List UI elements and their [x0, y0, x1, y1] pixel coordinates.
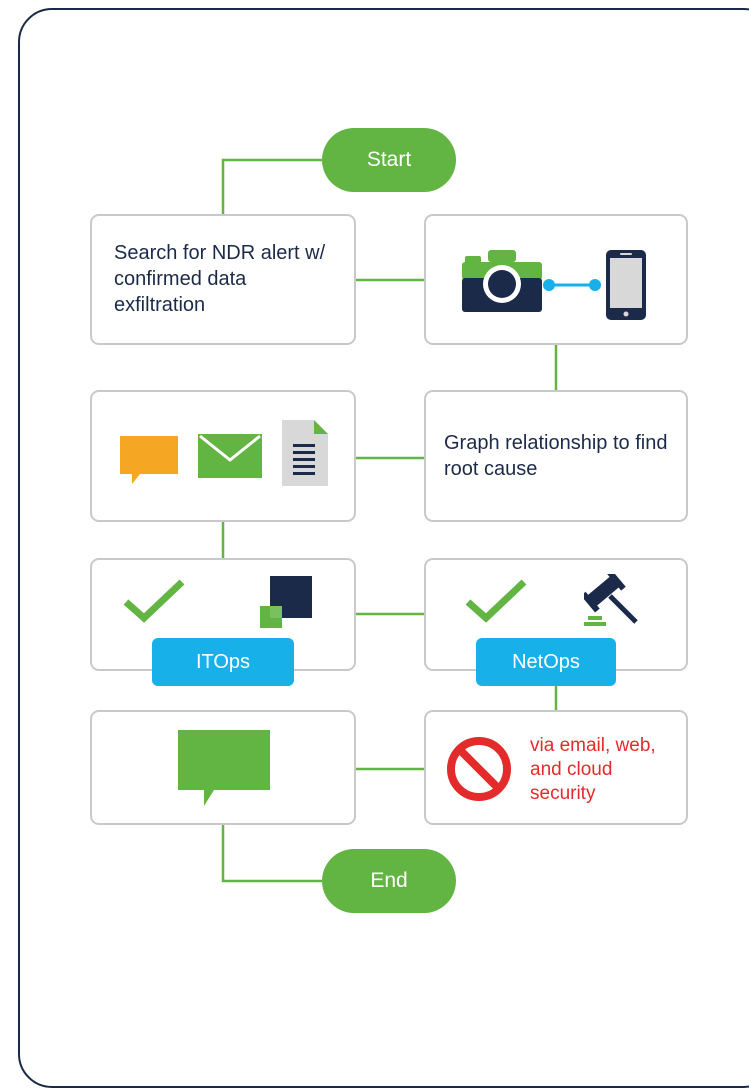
end-node: End — [322, 849, 456, 913]
artifact-box — [90, 390, 356, 522]
gavel-icon — [584, 574, 638, 626]
itops-tag: ITOps — [152, 638, 294, 686]
itops-label: ITOps — [195, 650, 251, 673]
netops-tag: NetOps — [476, 638, 616, 686]
device-link-box — [424, 214, 688, 345]
netops-label: NetOps — [512, 650, 580, 673]
checkmark-icon — [465, 579, 527, 623]
graph-relationship-text: Graph relationship to find root cause — [444, 432, 668, 480]
link-icon — [543, 279, 601, 291]
message-box — [90, 710, 356, 825]
block-text: via email, web, and cloud security — [530, 735, 656, 804]
search-alert-box: Search for NDR alert w/ confirmed data e… — [90, 214, 356, 345]
chat-bubble-icon — [120, 436, 178, 484]
squares-icon — [260, 576, 312, 628]
connector-message-end — [221, 825, 322, 883]
start-node: Start — [322, 128, 456, 192]
connector-start-search — [221, 158, 322, 214]
camera-icon — [462, 250, 542, 312]
flow-connectors — [221, 158, 558, 883]
checkmark-icon — [123, 579, 185, 623]
graph-relationship-box: Graph relationship to find root cause — [424, 390, 688, 522]
block-box: via email, web, and cloud security — [424, 710, 688, 825]
envelope-icon — [198, 434, 262, 478]
end-label: End — [370, 869, 408, 892]
document-icon — [282, 420, 328, 486]
start-label: Start — [366, 148, 412, 171]
message-icon — [178, 730, 270, 806]
prohibited-icon — [447, 737, 511, 801]
search-alert-text: Search for NDR alert w/ confirmed data e… — [114, 242, 326, 316]
phone-icon — [606, 250, 646, 320]
